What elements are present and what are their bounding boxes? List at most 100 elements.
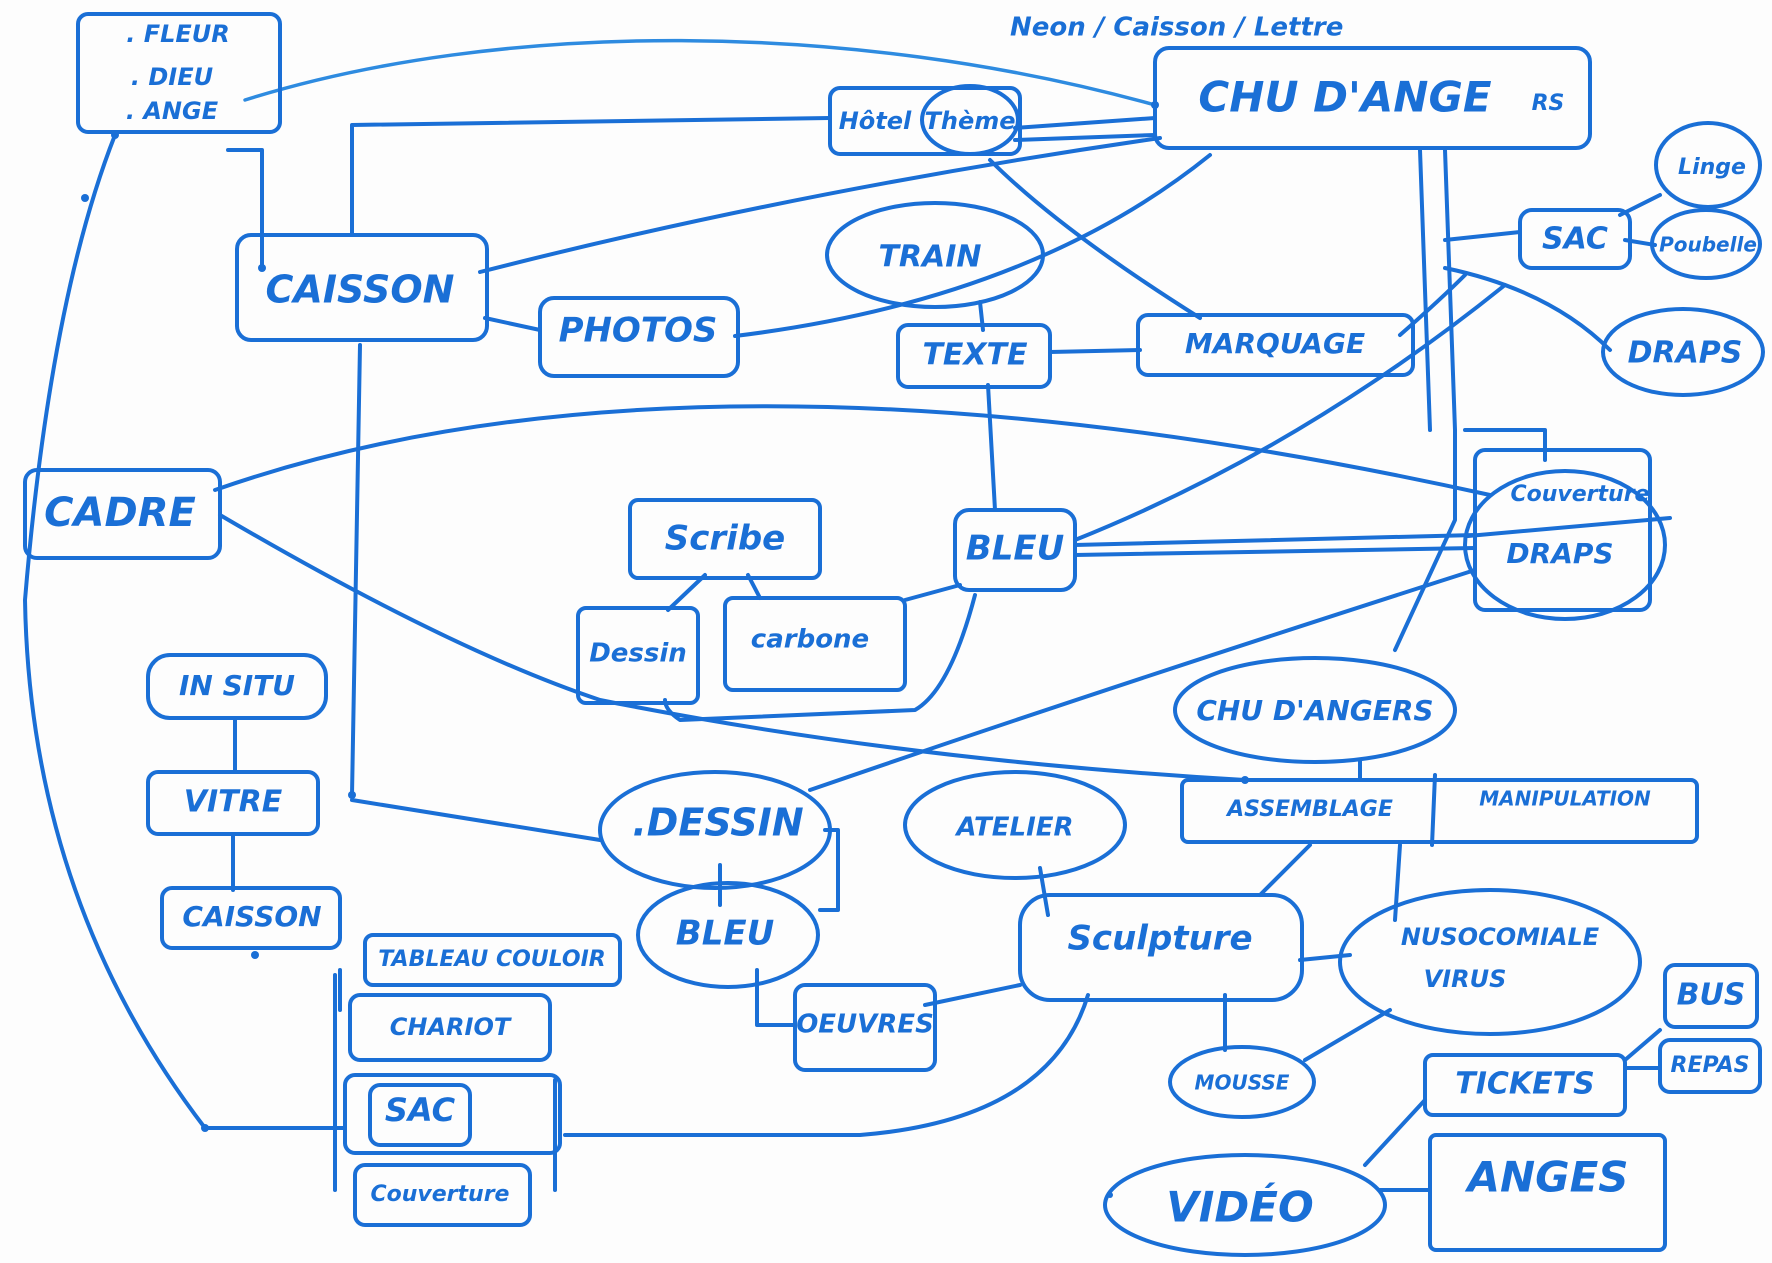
node-frame [903,770,1127,880]
node-frame [1428,1133,1667,1252]
node-label: CHU D'ANGE [1198,73,1492,122]
node-label: .DESSIN [632,801,803,845]
node-label: Couverture [1511,482,1650,507]
edge-caisson-hotel [350,116,832,237]
node-frame [576,606,700,705]
edge-bleu-oeuvres [755,968,797,1027]
node-label: TICKETS [1455,1067,1594,1102]
node-frame [1601,307,1765,397]
node-anges: ANGES [1428,1133,1667,1252]
node-bus: BUS [1663,963,1759,1029]
node-frame [1658,1038,1762,1094]
node-label: BUS [1677,978,1746,1013]
node-label: Linge [1678,155,1746,180]
edge-photos-chu [733,153,1212,338]
node-label: TEXTE [922,338,1028,373]
node-label: CHARIOT [390,1013,512,1041]
node-label: Dessin [589,639,687,669]
node-frame [1518,208,1632,270]
node-carbone: carbone [723,596,907,692]
node-label: CAISSON [266,268,455,312]
edge-caisson-photos [483,316,542,332]
node-label: ANGES [1464,1153,1628,1202]
node-frame [348,993,552,1062]
node-frame [1463,469,1667,621]
node-frame [1423,1053,1627,1117]
node-assemblage-manipulation: ASSEMBLAGE MANIPULATION [1180,773,1699,847]
edge-assemblage-sculpture [1258,843,1312,897]
node-frame [368,1083,472,1147]
node-frame [1168,1045,1316,1119]
node-label: Couverture [371,1182,510,1207]
edge-vitre-dessin [350,798,602,842]
diagram-title: Neon / Caisson / Lettre [1010,13,1343,43]
node-in-situ: IN SITU [146,653,328,720]
node-tickets: TICKETS [1423,1053,1627,1117]
edge-fleur-down-left [23,133,207,1130]
node-frame [1654,121,1762,209]
divider [1430,773,1437,847]
edge-chu-sac [1443,230,1522,242]
edge-chu-draps-top [1443,266,1612,352]
edge-noso-mousse [1303,1008,1392,1062]
node-label: MOUSSE [1195,1071,1290,1095]
node-bleu-mid: BLEU [953,508,1077,592]
edge-tickets-bus [1623,1028,1662,1062]
node-train: TRAIN [825,201,1045,309]
node-label: CHU D'ANGERS [1196,694,1433,727]
node-label: carbone [751,625,869,655]
node-frame [1103,1153,1387,1257]
node-caisson-small: CAISSON [160,886,342,950]
node-poubelle: Poubelle [1650,208,1762,280]
node-draps-top: DRAPS [1601,307,1765,397]
node-label: OEUVRES [796,1010,934,1040]
node-label: DRAPS [1506,537,1613,570]
node-tableau-couloir: TABLEAU COULOIR [363,933,622,987]
node-couverture-draps: Couverture DRAPS [1463,448,1672,621]
node-label: RS [1532,91,1565,116]
node-scribe: Scribe [628,498,822,580]
edge-bleu-carbone [903,583,962,602]
node-frame [343,1073,562,1155]
node-label: . ANGE [126,97,219,125]
node-label: Scribe [665,519,785,559]
node-marquage: MARQUAGE [1136,313,1415,377]
node-label: CAISSON [182,900,321,933]
node-frame [1173,656,1457,764]
dot [201,1124,209,1132]
node-fleur-dieu-ange: . FLEUR . DIEU . ANGE [76,12,282,134]
edge-bleu-draps-top [1073,283,1507,542]
node-label: VIRUS [1424,965,1507,993]
edge-dessin-draps [808,568,1477,792]
node-label: DRAPS [1628,336,1743,371]
node-repas: REPAS [1658,1038,1762,1094]
node-label: VIDÉO [1166,1182,1313,1232]
edge-theme-chu [1013,116,1157,130]
node-label: MARQUAGE [1185,327,1365,360]
node-frame [146,653,328,720]
node-dessin-oval: .DESSIN [598,770,832,890]
node-chariot: CHARIOT [348,993,552,1062]
edge-theme-marquage [988,158,1202,320]
divider [1466,516,1672,538]
node-frame [353,1163,532,1227]
node-label: CADRE [44,490,196,536]
node-frame [23,468,222,560]
node-frame [920,84,1020,156]
node-frame [1663,963,1759,1029]
node-frame [793,983,937,1072]
node-cadre: CADRE [23,468,222,560]
node-frame [1018,893,1304,1002]
node-label: REPAS [1671,1053,1750,1078]
node-frame [828,86,1022,156]
node-frame [825,201,1045,309]
node-caisson-main: CAISSON [235,233,489,342]
node-label: NUSOCOMIALE [1401,923,1600,951]
node-label: TRAIN [878,240,981,275]
node-frame [363,933,622,987]
node-label: MANIPULATION [1479,787,1651,811]
node-frame [146,770,320,836]
edge-texte-marquage [1048,348,1142,354]
node-frame [896,323,1052,389]
